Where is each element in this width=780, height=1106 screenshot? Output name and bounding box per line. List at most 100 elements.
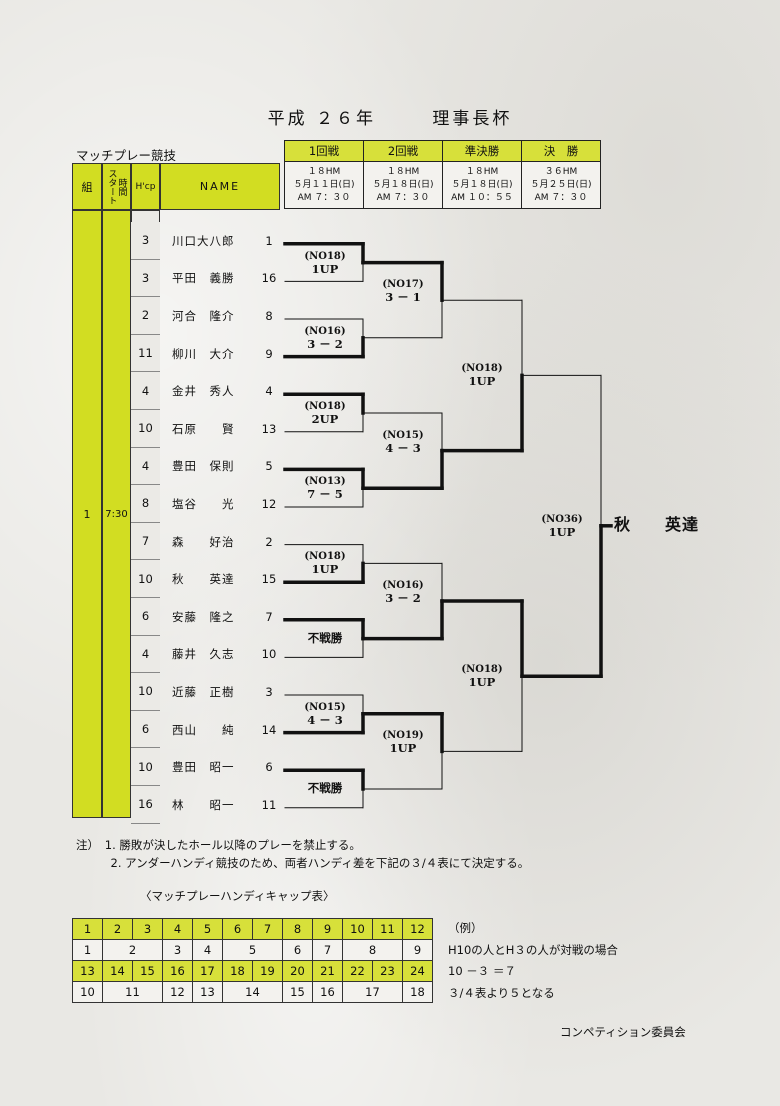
handicap-cell: 1 [72, 918, 103, 940]
group-cell: 1 [72, 210, 102, 818]
round-info: ３６HM ５月２５日(日) AM ７：３０ [521, 161, 601, 209]
handicap-cell: 7 [312, 939, 343, 961]
player-name: 安藤 隆之 [172, 609, 235, 624]
player-hcp: 10 [131, 409, 160, 448]
page-title: 平成 ２６年 理事長杯 [0, 104, 780, 129]
round-time: AM ７：３０ [534, 192, 588, 203]
handicap-cell: 8 [342, 939, 403, 961]
result-score: 1UP [468, 675, 496, 690]
round-holes: １８HM [307, 166, 341, 177]
round1-result: (NO18)1UP [287, 550, 363, 576]
round-holes: １８HM [465, 166, 499, 177]
player-name: 塩谷 光 [172, 496, 235, 511]
round1-result: (NO18)2UP [287, 400, 363, 426]
result-score: 1UP [389, 741, 417, 756]
player-seed: 10 [261, 647, 277, 662]
semifinal-result: (NO18)1UP [444, 362, 520, 388]
player-name: 川口大八郎 [172, 233, 235, 248]
round-time: AM ７：３０ [376, 192, 430, 203]
round-time: AM １０：５５ [451, 192, 513, 203]
handicap-cell: 8 [282, 918, 313, 940]
player-name: 豊田 保則 [172, 459, 235, 474]
player-hcp: 8 [131, 485, 160, 523]
header-start-time: スタート 時間 [102, 163, 131, 210]
handicap-cell: 11 [102, 981, 163, 1003]
result-hole: (NO17) [382, 279, 424, 291]
round2-result: (NO15)4 － 3 [365, 429, 441, 455]
player-hcp: 4 [131, 447, 160, 486]
round-date: ５月１１日(日) [293, 179, 355, 190]
handicap-cell: 9 [402, 939, 433, 961]
round-date: ５月２５日(日) [530, 179, 592, 190]
round-date: ５月１８日(日) [372, 179, 434, 190]
handicap-cell: 13 [192, 981, 223, 1003]
round-holes: ３６HM [544, 166, 578, 177]
player-name: 豊田 昭一 [172, 760, 235, 775]
round1-result: 不戦勝 [287, 782, 363, 795]
result-hole: (NO18) [304, 250, 346, 262]
player-seed: 4 [265, 384, 273, 399]
player-seed: 11 [261, 797, 277, 812]
footer-committee: コンペティション委員会 [560, 1025, 686, 1039]
handicap-cell: 3 [162, 939, 193, 961]
handicap-cell: 17 [192, 960, 223, 982]
handicap-cell: 18 [402, 981, 433, 1003]
handicap-cell: 2 [102, 918, 133, 940]
result-hole: (NO18) [304, 401, 346, 412]
player-seed: 3 [265, 684, 273, 699]
semifinal-result: (NO18)1UP [444, 663, 520, 689]
player-hcp: 16 [131, 785, 160, 824]
round1-result: 不戦勝 [287, 630, 363, 645]
result-score: 不戦勝 [307, 630, 343, 645]
handicap-cell: 20 [282, 960, 313, 982]
handicap-cell: 14 [222, 981, 283, 1003]
handicap-cell: 21 [312, 960, 343, 982]
player-seed: 15 [261, 572, 277, 587]
result-score: 1UP [468, 374, 496, 389]
player-seed: 12 [261, 496, 277, 511]
handicap-cell: 7 [252, 918, 283, 940]
round1-result: (NO13)7 － 5 [287, 475, 363, 501]
header-time: 時間 [116, 177, 127, 196]
player-seed: 16 [261, 271, 277, 286]
start-time-cell: 7:30 [102, 210, 131, 818]
result-hole: (NO36) [541, 513, 583, 525]
handicap-cell: 18 [222, 960, 253, 982]
player-seed: 2 [265, 534, 273, 549]
handicap-cell: 10 [72, 981, 103, 1003]
player-row: 塩谷 光 12 [160, 485, 280, 523]
handicap-cell: 17 [342, 981, 403, 1003]
handicap-cell: 12 [162, 981, 193, 1003]
player-seed: 8 [265, 308, 273, 323]
result-score: 不戦勝 [307, 781, 343, 795]
player-hcp: 7 [131, 522, 160, 561]
example-line: （例） [448, 921, 483, 935]
player-name: 石原 賢 [172, 421, 235, 436]
handicap-cell: 16 [162, 960, 193, 982]
player-name: 秋 英達 [172, 572, 235, 587]
player-hcp: 6 [131, 710, 160, 749]
header-group: 組 [72, 163, 102, 210]
round-name: 決 勝 [521, 140, 601, 162]
handicap-cell: 2 [102, 939, 163, 961]
handicap-cell: 16 [312, 981, 343, 1003]
player-seed: 7 [265, 609, 273, 624]
result-score: 1UP [311, 562, 339, 577]
player-hcp: 3 [131, 259, 160, 298]
player-hcp: 10 [131, 560, 160, 598]
result-score: 1UP [311, 261, 339, 276]
example-line: ３/４表より５となる [448, 985, 555, 1000]
